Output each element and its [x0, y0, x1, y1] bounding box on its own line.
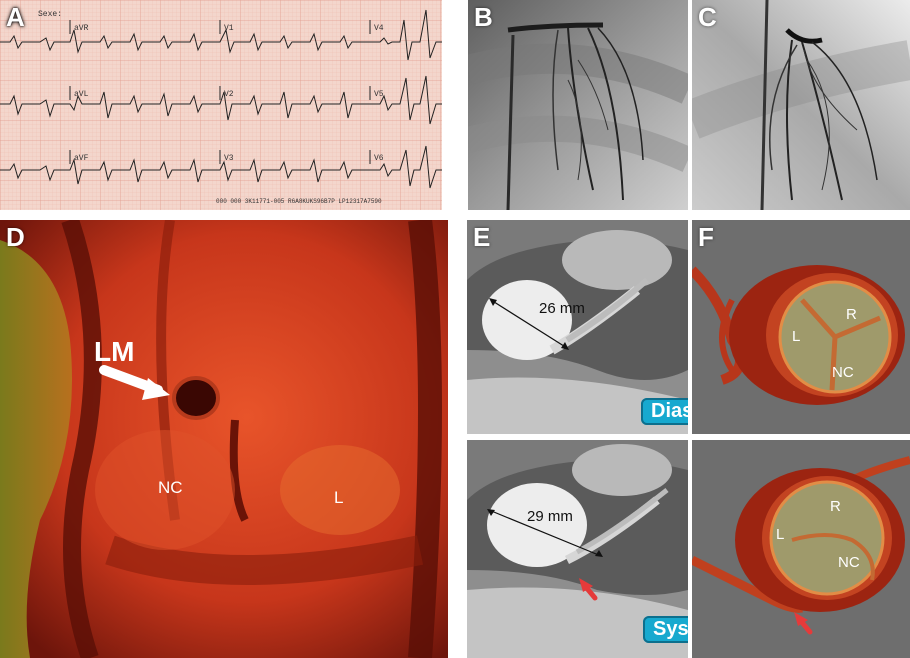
label-lm: LM: [94, 336, 135, 367]
panel-a-letter: A: [6, 2, 25, 32]
label-l-f-bottom: L: [776, 526, 785, 543]
panel-e-letter: E: [473, 222, 491, 252]
ecg-trace-row2: [0, 75, 442, 125]
panel-f-diastole-valve: F R L NC: [692, 220, 910, 434]
measure-line-29mm: [487, 509, 603, 557]
angiogram-b-image: [468, 0, 688, 210]
panel-b-angiogram: B: [468, 0, 688, 210]
ecg-lead-avr: aVR: [74, 24, 89, 33]
ecg-trace-row3: [0, 145, 442, 189]
red-arrow-systole-valve: [794, 612, 813, 635]
label-l-f-top: L: [792, 328, 801, 345]
panel-b-letter: B: [474, 2, 493, 32]
ecg-lead-v4: V4: [374, 24, 384, 33]
valve-systole-image: [692, 440, 910, 658]
measure-systole: 29 mm: [527, 508, 573, 525]
label-nc-f-top: NC: [832, 364, 854, 381]
red-arrow-systole-ct: [579, 578, 598, 601]
panel-f-letter: F: [698, 222, 714, 252]
ecg-lead-v2: V2: [224, 90, 234, 99]
label-r-f-bottom: R: [830, 498, 841, 515]
panel-f-systole-valve: R L NC: [692, 440, 910, 658]
panel-d-render: D LM NC L: [0, 220, 448, 658]
label-nc-f-bottom: NC: [838, 554, 860, 571]
ecg-lead-v3: V3: [224, 154, 234, 163]
measure-line-26mm: [489, 298, 569, 350]
ct-diastole-image: [467, 220, 688, 434]
ecg-lead-avf: aVF: [74, 154, 89, 163]
ecg-footer-code: 000 000 3K11771-005 R6A8KUKS96B7P LP1231…: [216, 198, 382, 205]
panel-e-diastole-ct: E 26 mm Diastole: [467, 220, 688, 434]
ecg-lead-avl: aVL: [74, 90, 89, 99]
ecg-lead-v1: V1: [224, 24, 234, 33]
label-nc-d: NC: [158, 478, 183, 497]
ecg-header: Sexe:: [38, 10, 63, 19]
panel-e-systole-ct: 29 mm Systole: [467, 440, 688, 658]
badge-diastole: Diastole: [641, 398, 688, 425]
render-d-image: [0, 220, 448, 658]
ecg-strip: [0, 0, 442, 210]
panel-d-letter: D: [6, 222, 25, 252]
panel-a-ecg: A Sexe: aVR V1 V4 aVL V2 V5 aVF V3 V6 00…: [0, 0, 442, 210]
label-l-d: L: [334, 488, 344, 507]
panel-c-angiogram: C: [692, 0, 910, 210]
angiogram-c-image: [692, 0, 910, 210]
ecg-lead-v5: V5: [374, 90, 384, 99]
lm-white-arrow: [99, 365, 170, 400]
label-r-f-top: R: [846, 306, 857, 323]
badge-systole: Systole: [643, 616, 688, 643]
panel-c-letter: C: [698, 2, 717, 32]
valve-diastole-image: [692, 220, 910, 434]
measure-diastole: 26 mm: [539, 300, 585, 317]
ecg-trace-row1: [0, 9, 442, 61]
ecg-lead-v6: V6: [374, 154, 384, 163]
